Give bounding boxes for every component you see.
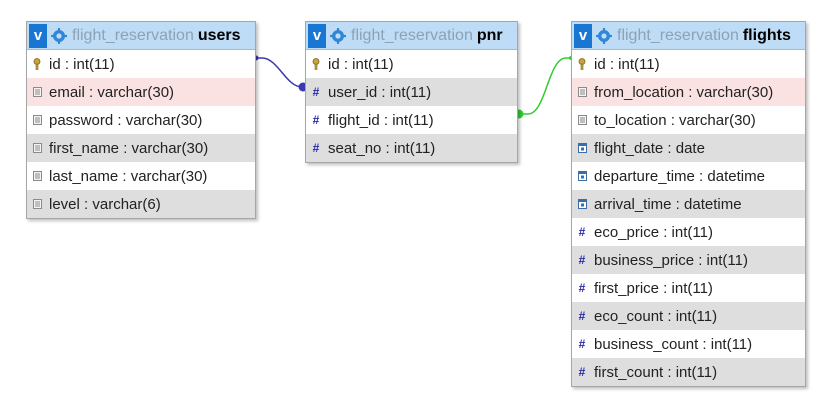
column-row[interactable]: # seat_no : int(11) (306, 134, 517, 162)
column-row[interactable]: from_location : varchar(30) (572, 78, 805, 106)
column-row[interactable]: # first_price : int(11) (572, 274, 805, 302)
column-row[interactable]: email : varchar(30) (27, 78, 255, 106)
number-type-icon: # (578, 337, 586, 351)
text-type-icon (32, 199, 42, 209)
column-label: level : varchar(6) (49, 195, 161, 213)
collapse-toggle-button[interactable]: v (29, 23, 47, 48)
text-type-icon (32, 171, 42, 181)
column-label: id : int(11) (328, 55, 394, 73)
gear-icon[interactable] (330, 27, 346, 44)
column-label: last_name : varchar(30) (49, 167, 208, 185)
column-label: from_location : varchar(30) (594, 83, 774, 101)
column-label: flight_id : int(11) (328, 111, 434, 129)
key-icon (32, 58, 42, 70)
column-label: email : varchar(30) (49, 83, 175, 101)
relation-line-flight (518, 57, 571, 115)
column-row[interactable]: id : int(11) (27, 50, 255, 78)
number-type-icon: # (312, 141, 320, 155)
column-row[interactable]: departure_time : datetime (572, 162, 805, 190)
relation-line-user (255, 57, 303, 88)
column-label: first_price : int(11) (594, 279, 713, 297)
gear-icon[interactable] (51, 27, 67, 44)
column-label: departure_time : datetime (594, 167, 765, 185)
column-label: to_location : varchar(30) (594, 111, 756, 129)
column-label: seat_no : int(11) (328, 139, 436, 157)
text-type-icon (32, 115, 42, 125)
column-label: first_name : varchar(30) (49, 139, 209, 157)
column-row[interactable]: # business_count : int(11) (572, 330, 805, 358)
table-name: flights (742, 26, 791, 44)
column-row[interactable]: flight_date : date (572, 134, 805, 162)
column-row[interactable]: to_location : varchar(30) (572, 106, 805, 134)
column-row[interactable]: id : int(11) (572, 50, 805, 78)
column-row[interactable]: # business_price : int(11) (572, 246, 805, 274)
number-type-icon: # (578, 225, 586, 239)
key-icon (311, 58, 321, 70)
column-label: id : int(11) (49, 55, 115, 73)
database-name: flight_reservation (351, 26, 473, 44)
table-header[interactable]: v flight_reservation users (27, 22, 255, 50)
column-row[interactable]: # eco_count : int(11) (572, 302, 805, 330)
table-flights[interactable]: v flight_reservation flights id : int(11… (571, 21, 806, 387)
collapse-toggle-button[interactable]: v (574, 23, 592, 48)
column-label: flight_date : date (594, 139, 705, 157)
column-label: id : int(11) (594, 55, 660, 73)
column-row[interactable]: # eco_price : int(11) (572, 218, 805, 246)
table-pnr[interactable]: v flight_reservation pnr id : int(11) # … (305, 21, 518, 163)
number-type-icon: # (578, 281, 586, 295)
text-type-icon (577, 115, 587, 125)
column-label: business_price : int(11) (594, 251, 748, 269)
column-row[interactable]: # user_id : int(11) (306, 78, 517, 106)
column-row[interactable]: id : int(11) (306, 50, 517, 78)
column-row[interactable]: last_name : varchar(30) (27, 162, 255, 190)
table-name: users (197, 26, 241, 44)
column-label: arrival_time : datetime (594, 195, 742, 213)
column-label: eco_price : int(11) (594, 223, 713, 241)
number-type-icon: # (578, 253, 586, 267)
column-label: eco_count : int(11) (594, 307, 718, 325)
database-name: flight_reservation (72, 26, 194, 44)
text-type-icon (577, 87, 587, 97)
table-name: pnr (476, 26, 503, 44)
column-label: first_count : int(11) (594, 363, 718, 381)
collapse-toggle-button[interactable]: v (308, 23, 326, 48)
text-type-icon (32, 87, 42, 97)
column-row[interactable]: # flight_id : int(11) (306, 106, 517, 134)
number-type-icon: # (312, 85, 320, 99)
table-header[interactable]: v flight_reservation flights (572, 22, 805, 50)
column-row[interactable]: first_name : varchar(30) (27, 134, 255, 162)
calendar-icon (577, 171, 587, 181)
column-row[interactable]: level : varchar(6) (27, 190, 255, 218)
column-label: user_id : int(11) (328, 83, 432, 101)
text-type-icon (32, 143, 42, 153)
number-type-icon: # (578, 309, 586, 323)
table-users[interactable]: v flight_reservation users id : int(11) … (26, 21, 256, 219)
database-name: flight_reservation (617, 26, 739, 44)
calendar-icon (577, 143, 587, 153)
number-type-icon: # (312, 113, 320, 127)
gear-icon[interactable] (596, 27, 612, 44)
calendar-icon (577, 199, 587, 209)
column-row[interactable]: # first_count : int(11) (572, 358, 805, 386)
number-type-icon: # (578, 365, 586, 379)
column-row[interactable]: password : varchar(30) (27, 106, 255, 134)
key-icon (577, 58, 587, 70)
column-label: business_count : int(11) (594, 335, 753, 353)
table-header[interactable]: v flight_reservation pnr (306, 22, 517, 50)
column-row[interactable]: arrival_time : datetime (572, 190, 805, 218)
column-label: password : varchar(30) (49, 111, 203, 129)
